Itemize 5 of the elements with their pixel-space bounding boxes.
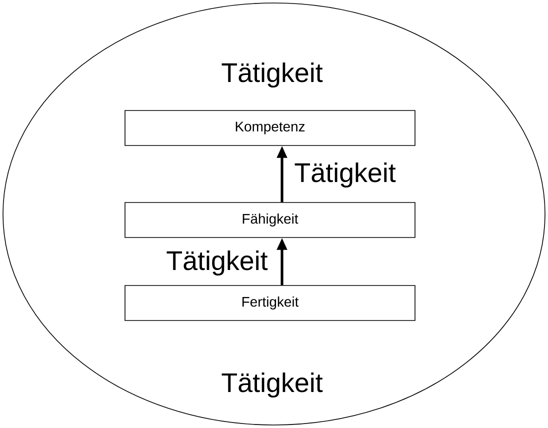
process-box: Fähigkeit — [124, 202, 416, 238]
process-box: Kompetenz — [124, 110, 416, 146]
process-box: Fertigkeit — [124, 285, 416, 321]
edge-label: Tätigkeit — [166, 250, 268, 276]
edge-label: Tätigkeit — [294, 162, 396, 188]
